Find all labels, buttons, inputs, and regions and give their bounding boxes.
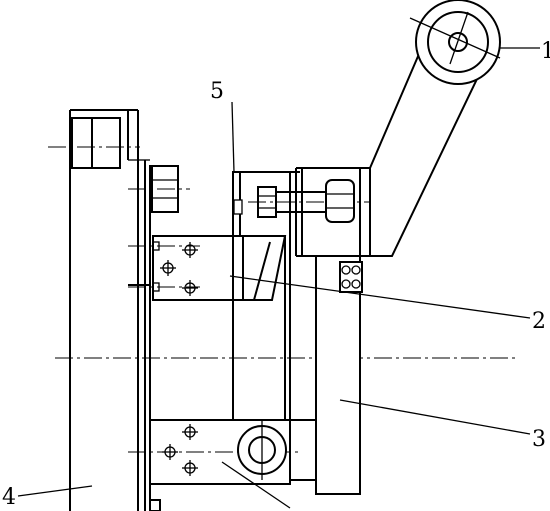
screw-hole [182, 280, 198, 296]
roller [409, 0, 501, 85]
leader-lines [17, 47, 540, 509]
swing-arm-part-1 [369, 0, 501, 257]
screw-hole [182, 242, 198, 258]
small-roller [341, 265, 361, 289]
screw-hole [182, 424, 198, 440]
base-plate-part-4 [48, 109, 151, 511]
central-body [55, 192, 515, 420]
wedge-block-part-2 [128, 235, 287, 301]
lower-pivot-block [128, 419, 300, 511]
screw-hole [162, 444, 178, 460]
hex-nut [128, 165, 190, 213]
label-part-2: 2 [532, 309, 546, 334]
vertical-bar-part-3 [290, 255, 363, 495]
bracket-part-5 [232, 171, 390, 236]
label-part-1: 1 [541, 39, 550, 64]
screw-hole [182, 460, 198, 476]
label-part-3: 3 [532, 427, 546, 452]
screw-hole [160, 260, 176, 276]
pivot-eye [237, 420, 287, 480]
label-part-4: 4 [2, 485, 16, 510]
label-part-5: 5 [210, 79, 224, 104]
